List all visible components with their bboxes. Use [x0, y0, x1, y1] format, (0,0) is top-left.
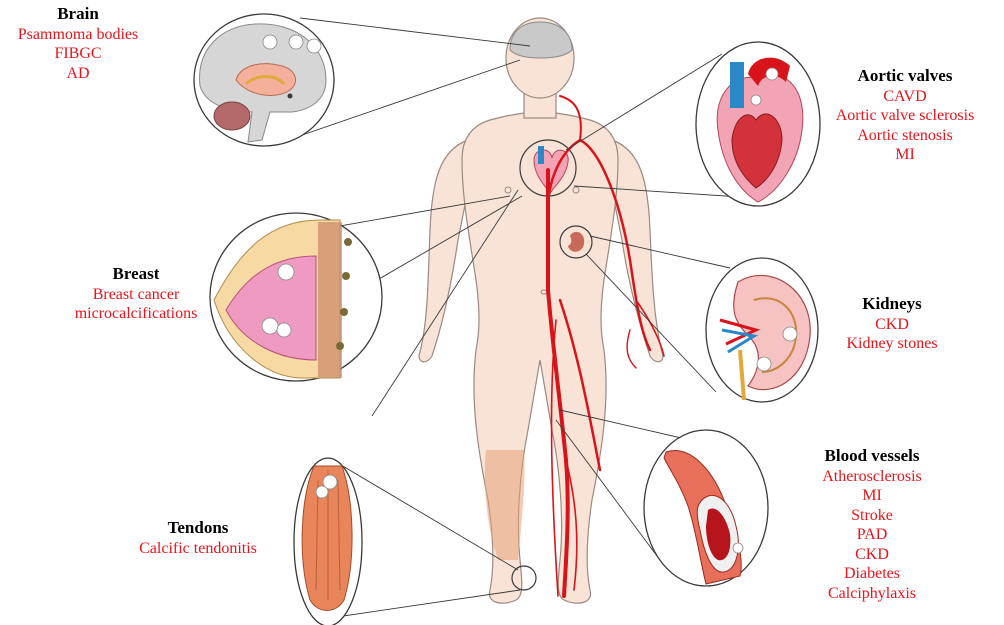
aortic-valves-condition: Aortic stenosis — [808, 126, 1002, 146]
brain-condition: Psammoma bodies — [8, 25, 148, 45]
tendon-muscle-icon — [294, 458, 362, 625]
blood-vessel-icon — [644, 430, 768, 586]
blood-vessels-condition: Diabetes — [792, 564, 952, 584]
heart-icon — [696, 42, 820, 206]
blood-vessels-condition: PAD — [792, 525, 952, 545]
breast-tissue-icon — [210, 213, 382, 381]
aortic-valves-title: Aortic valves — [808, 66, 1002, 87]
tendons-label: Tendons Calcific tendonitis — [108, 518, 288, 558]
aortic-valves-condition: CAVD — [808, 87, 1002, 107]
kidneys-title: Kidneys — [822, 294, 962, 315]
brain-condition: AD — [8, 64, 148, 84]
kidneys-condition: CKD — [822, 315, 962, 335]
tendons-title: Tendons — [108, 518, 288, 539]
blood-vessels-condition: MI — [792, 486, 952, 506]
blood-vessels-condition: Calciphylaxis — [792, 584, 952, 604]
breast-condition: Breast cancer — [54, 285, 218, 305]
aortic-valves-condition: MI — [808, 145, 1002, 165]
breast-label: Breast Breast cancer microcalcifications — [54, 264, 218, 324]
brain-title: Brain — [8, 4, 148, 25]
brain-label: Brain Psammoma bodies FIBGC AD — [8, 4, 148, 83]
breast-condition: microcalcifications — [54, 304, 218, 324]
aortic-valves-condition: Aortic valve sclerosis — [808, 106, 1002, 126]
brain-icon — [194, 14, 334, 146]
blood-vessels-condition: CKD — [792, 545, 952, 565]
brain-condition: FIBGC — [8, 44, 148, 64]
blood-vessels-condition: Stroke — [792, 506, 952, 526]
aortic-valves-label: Aortic valves CAVD Aortic valve sclerosi… — [808, 66, 1002, 165]
kidneys-condition: Kidney stones — [822, 334, 962, 354]
kidneys-label: Kidneys CKD Kidney stones — [822, 294, 962, 354]
blood-vessels-title: Blood vessels — [792, 446, 952, 467]
blood-vessels-label: Blood vessels Atherosclerosis MI Stroke … — [792, 446, 952, 603]
blood-vessels-condition: Atherosclerosis — [792, 467, 952, 487]
breast-title: Breast — [54, 264, 218, 285]
tendons-condition: Calcific tendonitis — [108, 539, 288, 559]
kidney-icon — [706, 258, 818, 402]
